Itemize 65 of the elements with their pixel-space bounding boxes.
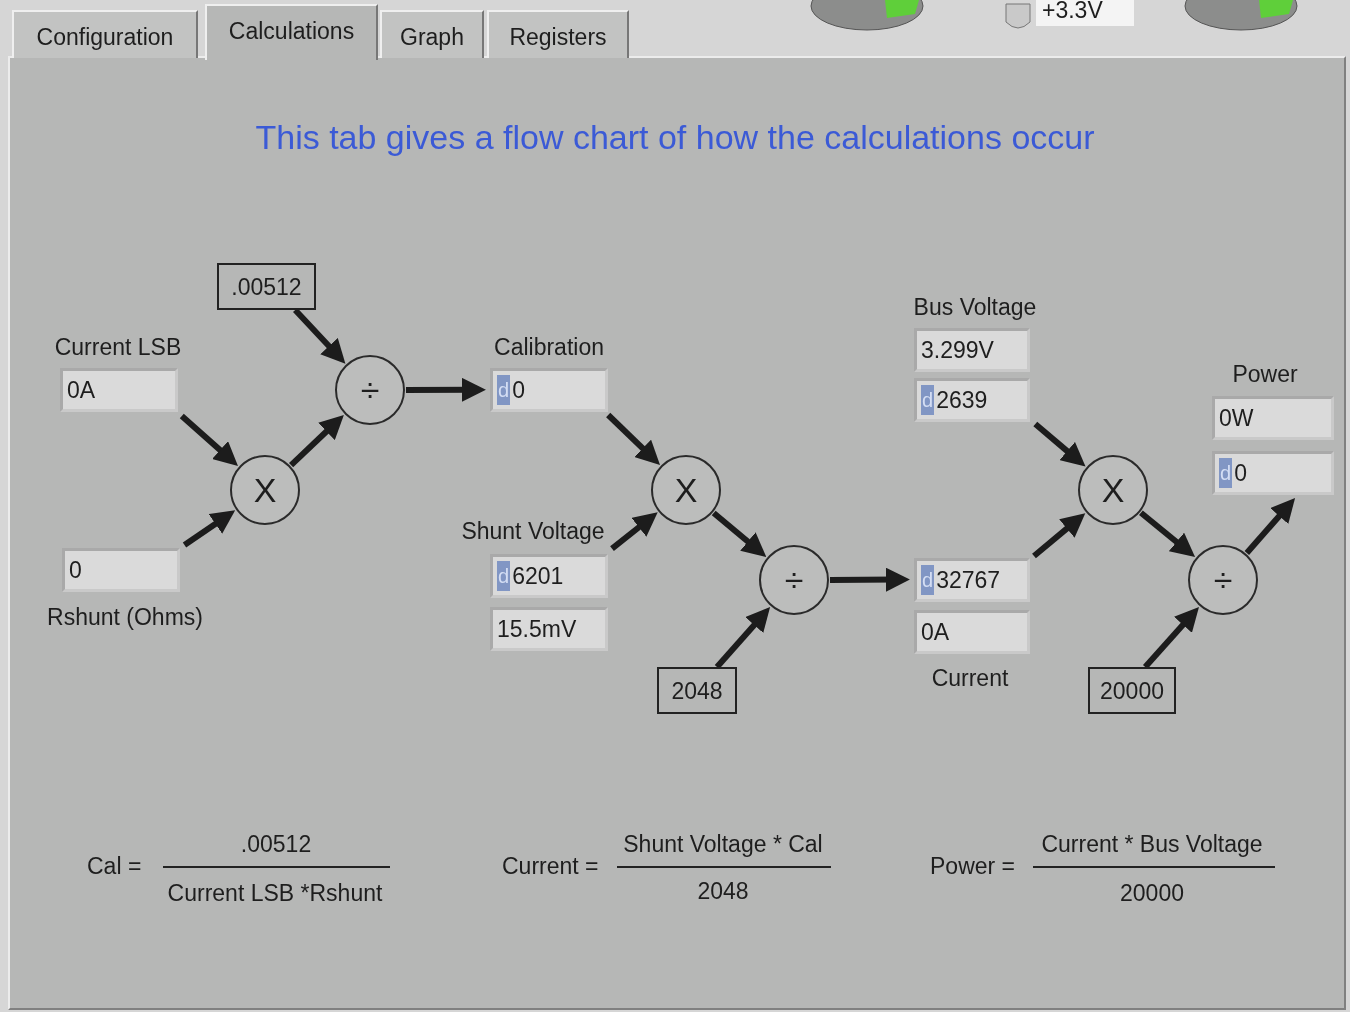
constant-value: .00512 — [231, 272, 302, 301]
constant-value: 2048 — [671, 676, 723, 705]
arrow — [182, 510, 236, 548]
tab: Configuration — [12, 10, 198, 58]
arrow — [606, 412, 660, 465]
indicator-value: 32767 — [936, 566, 1001, 594]
operator-symbol: X — [674, 476, 698, 504]
indicator-value: 2639 — [936, 386, 988, 414]
indicator-value: 0 — [1234, 459, 1247, 487]
field-label: Rshunt (Ohms) — [47, 603, 203, 631]
radix-label: d — [497, 375, 511, 405]
field-label: Bus Voltage — [913, 293, 1037, 321]
arrow — [179, 413, 238, 467]
equation-text: Power = — [930, 852, 1015, 880]
equation-text: Current = — [502, 852, 599, 880]
equation-text: Current * Bus Voltage — [1041, 830, 1263, 858]
indicator-value: 0A — [921, 618, 950, 646]
constant-box — [1088, 667, 1176, 714]
arrow — [1142, 606, 1199, 669]
title: This tab gives a flow chart of how the calculations occur — [254, 118, 1096, 157]
field-label: Current LSB — [54, 333, 182, 361]
indicator-value: 0A — [67, 376, 96, 404]
arrow — [830, 567, 910, 592]
indicator-value: 0 — [69, 556, 82, 584]
constant-box — [217, 263, 316, 310]
operator-symbol: ÷ — [360, 376, 380, 404]
radix-label: d — [921, 565, 935, 595]
field-label: Power — [1232, 360, 1298, 388]
arrow — [293, 307, 346, 364]
arrow — [610, 512, 658, 551]
equation-text: Shunt Voltage * Cal — [623, 830, 823, 858]
arrow — [714, 607, 771, 669]
indicator-value: 15.5mV — [497, 615, 577, 643]
arrow — [1244, 498, 1296, 555]
constant-box — [657, 667, 737, 714]
indicator-value: 3.299V — [921, 336, 994, 364]
equation-text: Cal = — [87, 852, 142, 880]
radix-label: d — [921, 385, 935, 415]
radix-label: d — [497, 561, 511, 591]
tab: Registers — [487, 10, 629, 58]
arrow — [289, 414, 344, 468]
arrow — [406, 377, 486, 402]
constant-value: 20000 — [1100, 676, 1164, 705]
field-label: Current — [931, 664, 1009, 692]
indicator-value: 6201 — [512, 562, 564, 590]
operator-symbol: ÷ — [1213, 566, 1233, 594]
equation-text: .00512 — [240, 830, 312, 858]
tab: Calculations — [205, 4, 378, 60]
arrow — [1139, 510, 1196, 558]
operator-symbol: ÷ — [784, 566, 804, 594]
equation-text: 2048 — [697, 877, 749, 905]
arrow — [1032, 513, 1086, 559]
arrow — [1033, 421, 1086, 467]
indicator-value: 0W — [1219, 404, 1254, 432]
radix-label: d — [1219, 458, 1233, 488]
equation-text: 20000 — [1120, 879, 1184, 907]
field-label: Calibration — [494, 333, 604, 361]
tab: Graph — [380, 10, 484, 58]
operator-symbol: X — [253, 476, 277, 504]
equation-text: Current LSB *Rshunt — [167, 879, 383, 907]
indicator-value: 0 — [512, 376, 525, 404]
value-field: +3.3V — [1036, 0, 1134, 26]
operator-symbol: X — [1101, 476, 1125, 504]
arrow — [711, 510, 767, 557]
field-label: Shunt Voltage — [461, 517, 605, 545]
